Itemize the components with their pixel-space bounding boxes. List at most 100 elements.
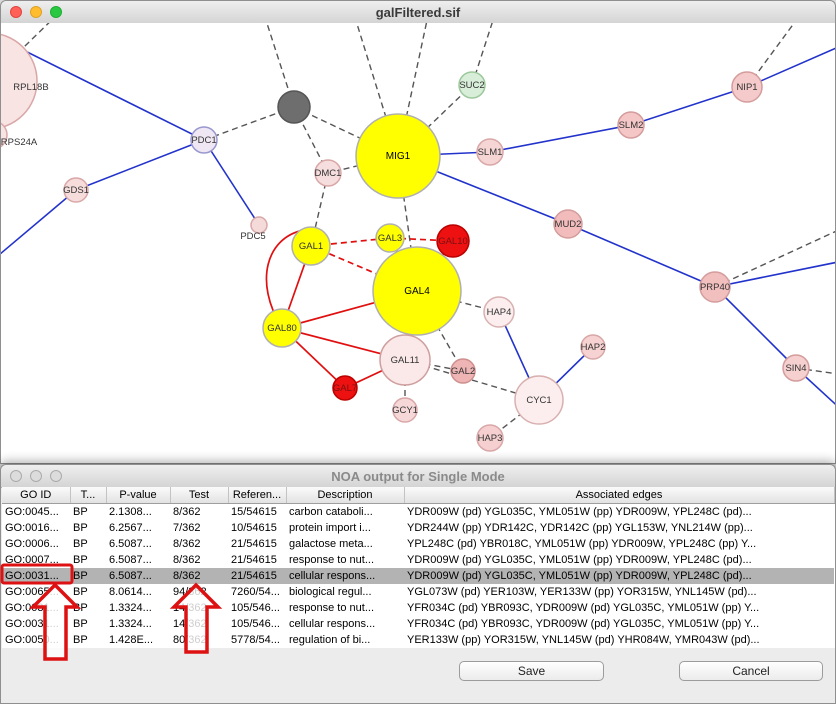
table-cell[interactable]: BP — [73, 522, 88, 534]
table-cell[interactable]: GO:0007... — [5, 554, 59, 566]
table-cell[interactable]: 1.3324... — [109, 618, 152, 630]
table-cell[interactable]: 6.5087... — [109, 554, 152, 566]
table-cell[interactable]: GO:0006... — [5, 538, 59, 550]
table-cell[interactable]: biological regul... — [289, 586, 372, 598]
network-node-prp40[interactable] — [699, 271, 731, 303]
network-node-hap4[interactable] — [483, 296, 515, 328]
network-node-mud2[interactable] — [553, 209, 583, 239]
network-node-cyc1[interactable] — [514, 375, 564, 425]
table-cell[interactable]: BP — [73, 602, 88, 614]
table-cell[interactable]: YDR009W (pd) YGL035C, YML051W (pp) YDR00… — [404, 568, 834, 584]
table-cell[interactable]: 1.428E... — [109, 634, 154, 646]
table-cell[interactable]: YFR034C (pd) YBR093C, YDR009W (pd) YGL03… — [407, 602, 760, 614]
table-cell[interactable]: 7260/54... — [231, 586, 280, 598]
network-edge[interactable] — [489, 124, 632, 153]
column-header[interactable]: Description — [286, 487, 405, 504]
network-canvas[interactable]: RPL18BRPS24AMIG1GAL4GAL11CYC1GDS1PDC1DMC… — [1, 23, 835, 463]
network-node-gal11[interactable] — [379, 334, 431, 386]
column-header[interactable]: Referen... — [228, 487, 287, 504]
network-node-gds1[interactable] — [63, 177, 89, 203]
table-cell[interactable]: 6.2567... — [109, 522, 152, 534]
network-edge[interactable] — [795, 367, 835, 375]
network-edge[interactable] — [397, 84, 473, 157]
table-cell[interactable]: BP — [73, 618, 88, 630]
table-cell[interactable]: BP — [73, 634, 88, 646]
table-cell[interactable]: 7/362 — [173, 522, 201, 534]
network-node-suc2[interactable] — [458, 71, 486, 99]
close-button[interactable] — [10, 470, 22, 482]
network-window-titlebar[interactable]: galFiltered.sif — [1, 1, 835, 24]
network-node-slm2[interactable] — [617, 111, 645, 139]
minimize-button[interactable] — [30, 6, 42, 18]
table-cell[interactable]: GO:0050... — [5, 634, 59, 646]
table-cell[interactable]: cellular respons... — [286, 568, 404, 584]
network-edge[interactable] — [746, 45, 835, 88]
table-cell[interactable]: regulation of bi... — [289, 634, 371, 646]
table-cell[interactable]: galactose meta... — [289, 538, 373, 550]
table-cell[interactable]: BP — [73, 554, 88, 566]
network-node-slm1[interactable] — [476, 138, 504, 166]
table-cell[interactable]: GO:0031... — [5, 602, 59, 614]
table-cell[interactable]: response to nut... — [289, 554, 374, 566]
network-edge[interactable] — [1, 38, 205, 141]
column-header[interactable]: T... — [70, 487, 107, 504]
table-cell[interactable]: GO:0065... — [5, 586, 59, 598]
close-button[interactable] — [10, 6, 22, 18]
table-cell[interactable]: 2.1308... — [109, 506, 152, 518]
table-cell[interactable]: 8/362 — [173, 538, 201, 550]
column-header[interactable]: Test — [170, 487, 229, 504]
table-cell[interactable]: YDR009W (pd) YGL035C, YML051W (pp) YDR00… — [407, 506, 752, 518]
zoom-button[interactable] — [50, 6, 62, 18]
table-cell[interactable]: 94/362 — [173, 586, 207, 598]
network-node-gal4[interactable] — [372, 246, 462, 336]
table-row[interactable]: GO:0065... BP 8.0614... 94/362 7260/54... bio… — [2, 584, 834, 600]
network-node-pdc5[interactable] — [250, 216, 268, 234]
table-cell[interactable]: 8/362 — [173, 554, 201, 566]
table-cell[interactable]: BP — [73, 538, 88, 550]
column-header[interactable]: Associated edges — [404, 487, 835, 504]
network-edge[interactable] — [203, 139, 260, 226]
table-cell[interactable]: BP — [70, 568, 106, 584]
network-edge[interactable] — [714, 261, 835, 288]
network-edge[interactable] — [630, 86, 748, 126]
network-node-gal10[interactable] — [436, 224, 470, 258]
table-cell[interactable]: 6.5087... — [106, 568, 170, 584]
table-cell[interactable]: 1.3324... — [109, 602, 152, 614]
network-node-gal2[interactable] — [450, 358, 476, 384]
network-node-sin4[interactable] — [782, 354, 810, 382]
table-cell[interactable]: 8/362 — [170, 568, 228, 584]
table-cell[interactable]: 5778/54... — [231, 634, 280, 646]
network-node-mig1[interactable] — [355, 113, 441, 199]
network-node-dmc1[interactable] — [314, 159, 342, 187]
network-node[interactable] — [277, 90, 311, 124]
network-edge[interactable] — [1, 23, 61, 81]
table-cell[interactable]: GO:0016... — [5, 522, 59, 534]
table-cell[interactable]: GO:0045... — [5, 506, 59, 518]
network-node-hap3[interactable] — [476, 424, 504, 452]
column-header[interactable]: P-value — [106, 487, 171, 504]
table-cell[interactable]: 21/54615 — [231, 554, 277, 566]
table-cell[interactable]: 21/54615 — [228, 568, 286, 584]
table-cell[interactable]: GO:0031... — [5, 618, 59, 630]
zoom-button[interactable] — [50, 470, 62, 482]
table-cell[interactable]: BP — [73, 586, 88, 598]
table-cell[interactable]: BP — [73, 506, 88, 518]
network-node-gal1[interactable] — [291, 226, 331, 266]
table-cell[interactable]: carbon cataboli... — [289, 506, 373, 518]
network-node-gcy1[interactable] — [392, 397, 418, 423]
table-cell[interactable]: 8.0614... — [109, 586, 152, 598]
minimize-button[interactable] — [30, 470, 42, 482]
table-cell[interactable]: 21/54615 — [231, 538, 277, 550]
network-node-gal7[interactable] — [332, 375, 358, 401]
network-node-gal3[interactable] — [375, 223, 405, 253]
network-edge[interactable] — [75, 139, 205, 191]
network-node-pdc1[interactable] — [190, 126, 218, 154]
table-cell[interactable]: 80/362 — [173, 634, 207, 646]
table-cell[interactable]: 10/54615 — [231, 522, 277, 534]
